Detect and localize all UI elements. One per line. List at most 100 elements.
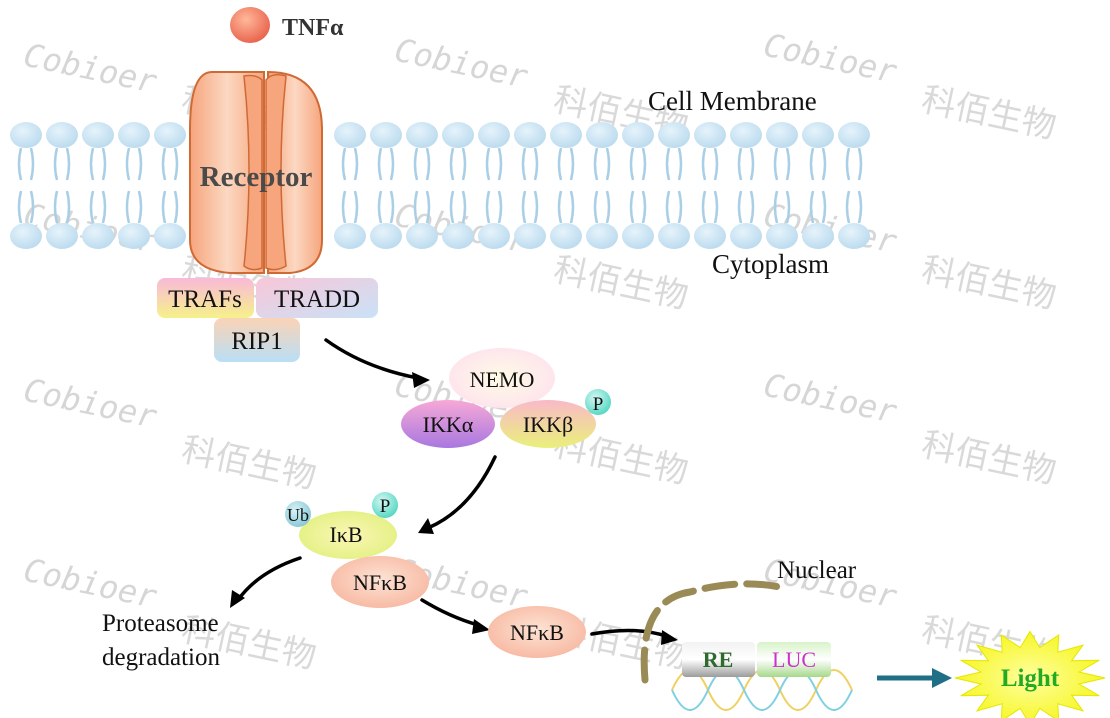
lipid-tail-bottom-10-1 [389, 190, 395, 224]
lipid-tail-bottom-18-0 [665, 190, 671, 224]
lipid-tail-top-11-0 [413, 147, 419, 181]
lipid-tail-top-15-0 [557, 147, 563, 181]
tradd-box [256, 278, 378, 318]
lipid-tail-bottom-20-0 [737, 190, 743, 224]
lipid-head-bottom-0 [10, 223, 42, 249]
lipid-tail-top-19-0 [701, 147, 707, 181]
lipid-tail-bottom-0-1 [29, 190, 35, 224]
lipid-tail-bottom-0-0 [17, 190, 23, 224]
lipid-head-top-19 [694, 122, 726, 148]
svg-text:Cobioer: Cobioer [760, 366, 901, 431]
lipid-tail-top-18-1 [677, 147, 683, 181]
lipid-tail-top-22-0 [809, 147, 815, 181]
lipid-tail-bottom-18-1 [677, 190, 683, 224]
ikk-beta-ellipse [500, 400, 596, 448]
lipid-head-top-0 [10, 122, 42, 148]
svg-text:Cobioer: Cobioer [20, 371, 161, 436]
lipid-head-top-18 [658, 122, 690, 148]
lipid-tail-bottom-23-0 [845, 190, 851, 224]
lipid-tail-top-23-1 [857, 147, 863, 181]
lipid-tail-top-20-0 [737, 147, 743, 181]
ikb-ellipse [299, 511, 397, 559]
svg-text:Cobioer: Cobioer [20, 36, 161, 101]
lipid-tail-top-4-0 [161, 147, 167, 181]
lipid-head-top-17 [622, 122, 654, 148]
ikb-phospho-circle [372, 492, 398, 518]
tnf-alpha-ligand [230, 7, 270, 43]
lipid-tail-top-13-0 [485, 147, 491, 181]
lipid-tail-bottom-19-0 [701, 190, 707, 224]
lipid-tail-top-3-1 [137, 147, 143, 181]
lipid-tail-top-0-0 [17, 147, 23, 181]
lipid-tail-top-17-1 [641, 147, 647, 181]
svg-text:科佰生物: 科佰生物 [178, 430, 319, 497]
ikb-label: IκB [329, 522, 362, 547]
lipid-tail-top-10-1 [389, 147, 395, 181]
lipid-tail-bottom-21-1 [785, 190, 791, 224]
lipid-tail-top-16-0 [593, 147, 599, 181]
lipid-head-bottom-17 [622, 223, 654, 249]
arrow-rip1-to-ikk [324, 338, 420, 380]
lipid-tail-bottom-16-1 [605, 190, 611, 224]
lipid-tail-bottom-9-1 [353, 190, 359, 224]
lipid-tail-top-9-1 [353, 147, 359, 181]
nfkb-nuclear-ellipse [488, 606, 586, 658]
lipid-tail-bottom-21-0 [773, 190, 779, 224]
lipid-tail-bottom-3-0 [125, 190, 131, 224]
nfkb-cytoplasm-ellipse [331, 556, 429, 608]
lipid-tail-top-13-1 [497, 147, 503, 181]
lipid-head-bottom-3 [118, 223, 150, 249]
arrowhead-proteasome [230, 590, 245, 608]
lipid-tail-bottom-11-0 [413, 190, 419, 224]
lipid-tail-top-10-0 [377, 147, 383, 181]
lipid-tail-top-0-1 [29, 147, 35, 181]
cell-membrane-label: Cell Membrane [648, 86, 817, 116]
tnf-alpha-label: TNFα [282, 15, 344, 41]
lipid-tail-bottom-15-1 [569, 190, 575, 224]
receptor: Receptor [189, 70, 323, 274]
lipid-head-top-13 [478, 122, 510, 148]
lipid-tail-bottom-14-1 [533, 190, 539, 224]
lipid-tail-bottom-19-1 [713, 190, 719, 224]
lipid-head-bottom-22 [802, 223, 834, 249]
light-starburst [954, 630, 1106, 718]
lipid-head-top-23 [838, 122, 870, 148]
proteasome-label: Proteasome [102, 610, 219, 637]
lipid-tail-bottom-22-0 [809, 190, 815, 224]
lipid-tail-top-16-1 [605, 147, 611, 181]
lipid-head-top-14 [514, 122, 546, 148]
re-box [682, 642, 755, 677]
svg-text:科佰生物: 科佰生物 [918, 250, 1059, 317]
ikk-alpha-ellipse [401, 400, 495, 448]
lipid-tail-bottom-4-0 [161, 190, 167, 224]
lipid-head-top-12 [442, 122, 474, 148]
lipid-tail-bottom-22-1 [821, 190, 827, 224]
lipid-tail-top-22-1 [821, 147, 827, 181]
ikk-alpha-label: IKKα [423, 412, 474, 437]
ikk-phospho-label: P [593, 394, 604, 415]
lipid-tail-bottom-12-1 [461, 190, 467, 224]
arrowhead-ikb [418, 518, 434, 534]
svg-text:Cobioer: Cobioer [760, 26, 901, 91]
arrowhead-re [661, 630, 678, 645]
arrow-nfkb-translocation [420, 598, 480, 627]
nemo-ellipse [449, 348, 555, 408]
lipid-tail-top-14-0 [521, 147, 527, 181]
ub-label: Ub [287, 505, 309, 525]
lipid-head-bottom-1 [46, 223, 78, 249]
lipid-tail-bottom-11-1 [425, 190, 431, 224]
lipid-head-bottom-16 [586, 223, 618, 249]
ub-circle [285, 501, 311, 527]
arrow-ikk-to-ikb [426, 455, 497, 530]
lipid-head-top-11 [406, 122, 438, 148]
lipid-head-bottom-9 [334, 223, 366, 249]
lipid-tail-bottom-1-1 [65, 190, 71, 224]
lipid-tail-top-15-1 [569, 147, 575, 181]
lipid-head-top-15 [550, 122, 582, 148]
output-arrowhead [932, 668, 952, 688]
lipid-tail-bottom-13-0 [485, 190, 491, 224]
trafs-box [157, 278, 254, 318]
lipid-tail-top-2-1 [101, 147, 107, 181]
lipid-tail-bottom-14-0 [521, 190, 527, 224]
lipid-head-bottom-2 [82, 223, 114, 249]
